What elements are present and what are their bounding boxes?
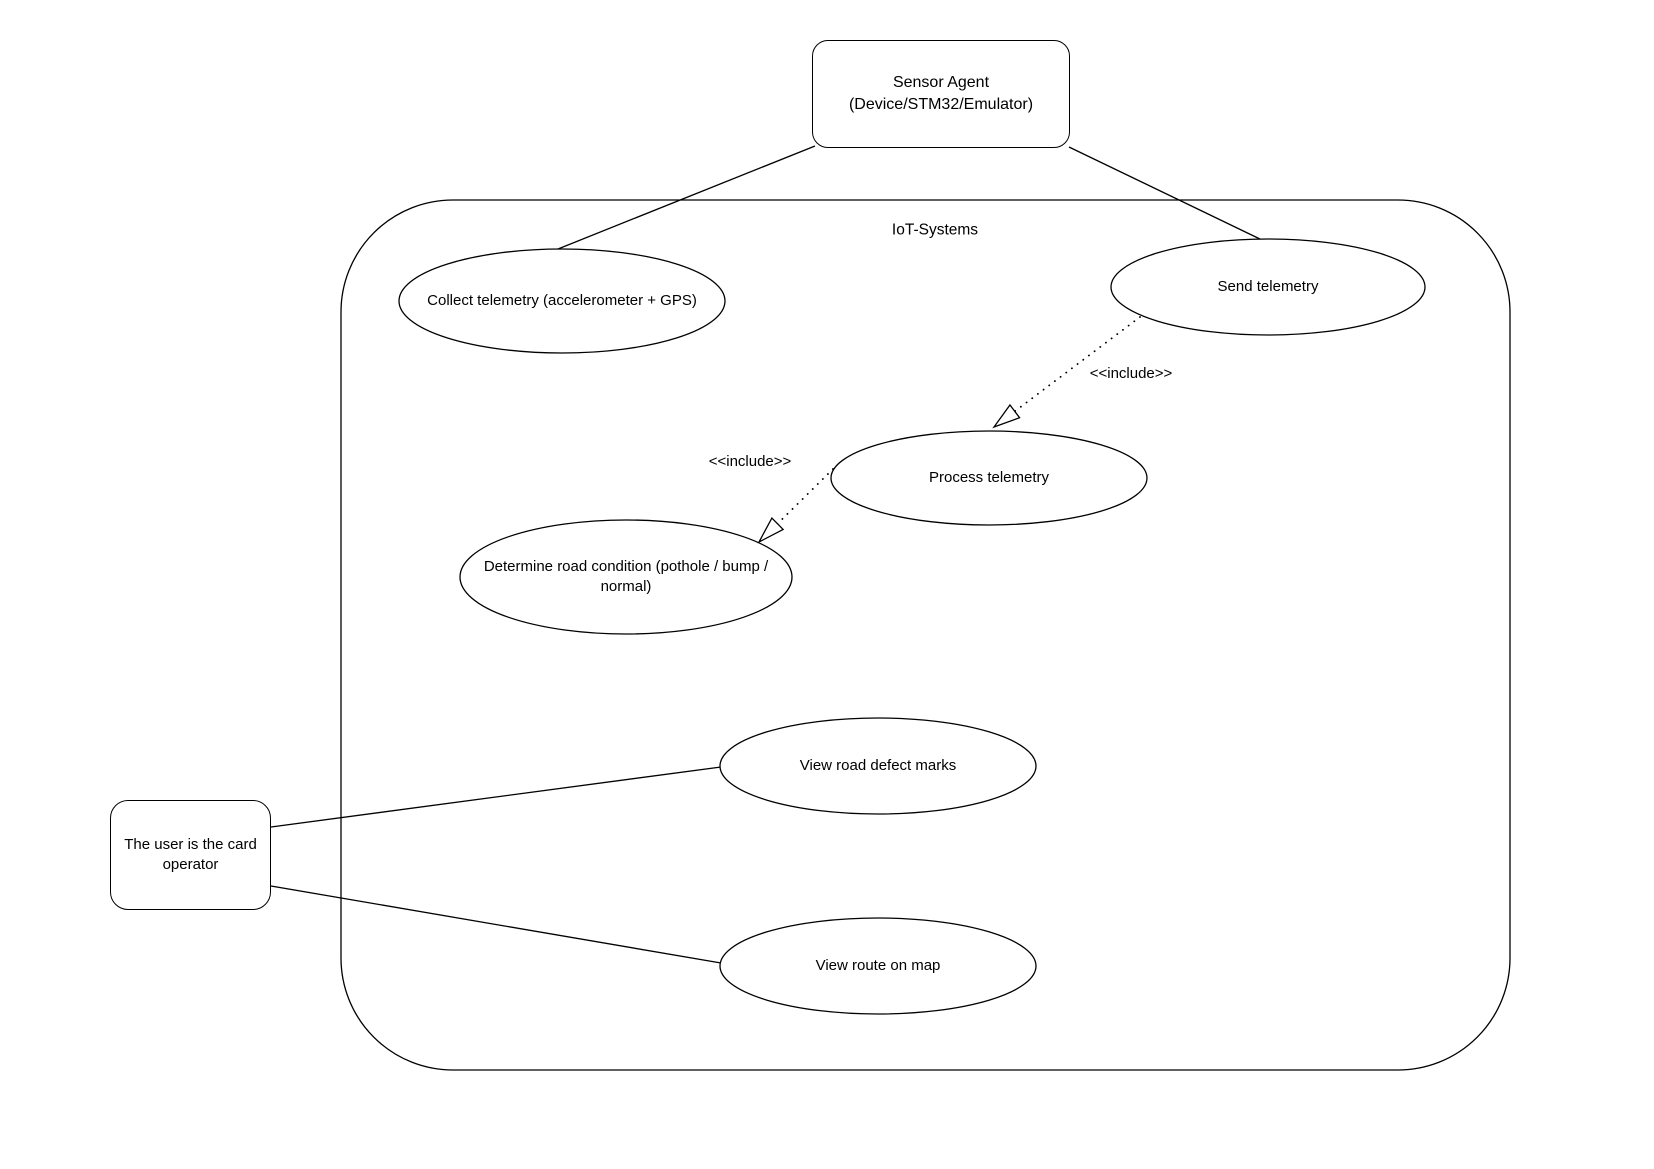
usecase-view-route-on-map-label: View route on map: [815, 956, 941, 974]
system-boundary: [340, 199, 1511, 1071]
usecase-process-telemetry-label: Process telemetry: [928, 468, 1050, 486]
association-sensor-agent-send-telemetry: [1068, 146, 1263, 241]
usecase-collect-telemetry-ellipse: [398, 248, 726, 354]
include-arrow-process-to-determine: [757, 468, 834, 544]
actor-card-operator: The user is the card operator: [110, 800, 271, 910]
usecase-determine-road-condition-label: Determine road condition (pothole / bump…: [483, 557, 769, 595]
usecase-collect-telemetry-label: Collect telemetry (accelerometer + GPS): [427, 291, 697, 309]
actor-card-operator-label: The user is the card operator: [124, 835, 257, 873]
include-label-send-to-process: <<include>>: [1089, 364, 1173, 382]
association-sensor-agent-collect-telemetry: [552, 145, 816, 252]
actor-sensor-agent-label: Sensor Agent (Device/STM32/Emulator): [848, 74, 1034, 113]
usecase-determine-road-condition-ellipse: [459, 519, 793, 635]
usecase-view-route-on-map-ellipse: [719, 917, 1037, 1015]
usecase-process-telemetry-ellipse: [830, 430, 1148, 526]
include-label-process-to-determine: <<include>>: [708, 452, 792, 470]
usecase-send-telemetry-label: Send telemetry: [1217, 277, 1319, 295]
usecase-send-telemetry-ellipse: [1110, 238, 1426, 336]
actor-sensor-agent: Sensor Agent (Device/STM32/Emulator): [812, 40, 1070, 148]
association-card-operator-view-road-defect-marks: [270, 766, 722, 828]
include-arrow-send-to-process: [992, 316, 1141, 429]
system-boundary-label: IoT-Systems: [891, 221, 979, 239]
usecase-view-road-defect-marks-label: View road defect marks: [799, 756, 957, 774]
association-card-operator-view-route-on-map: [270, 885, 722, 964]
usecase-view-road-defect-marks-ellipse: [719, 717, 1037, 815]
